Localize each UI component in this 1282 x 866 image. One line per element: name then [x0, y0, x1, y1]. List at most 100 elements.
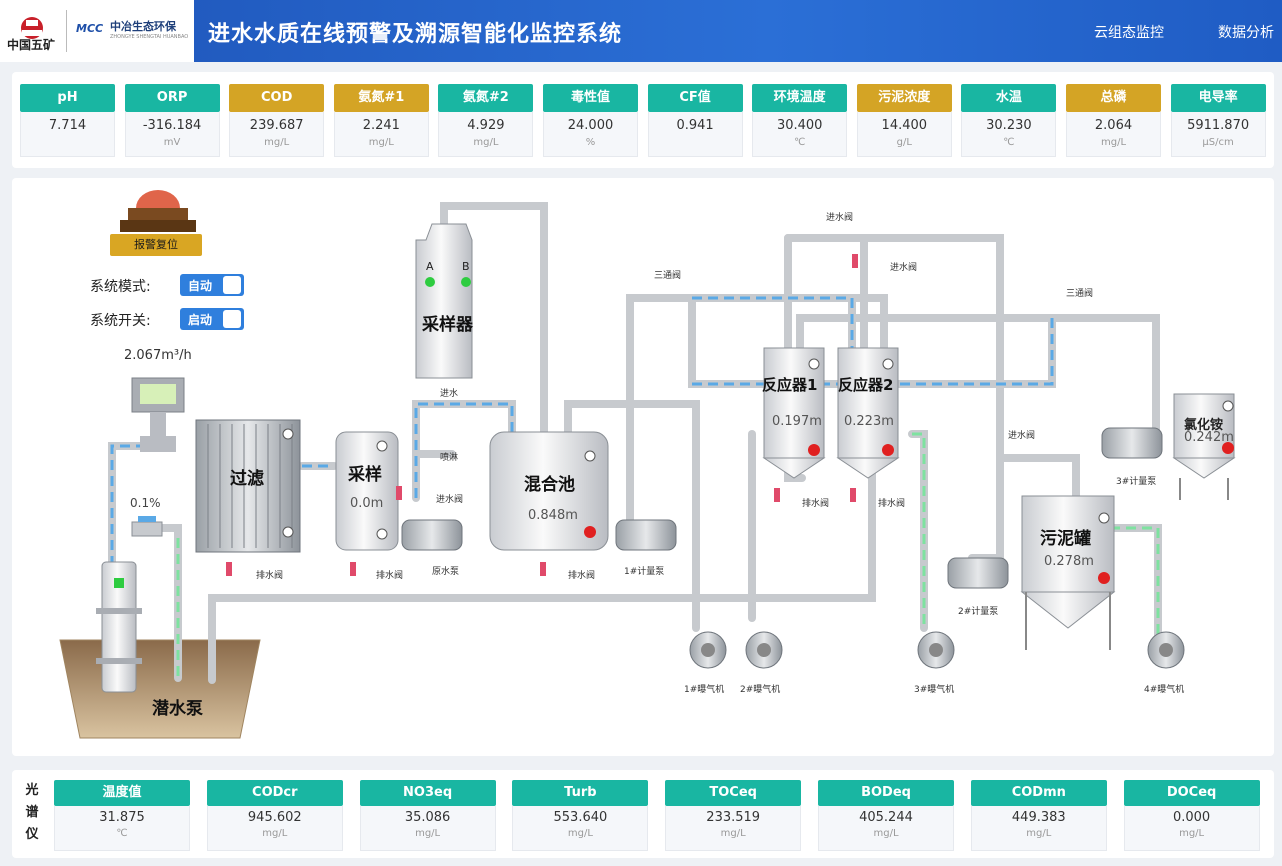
system-mode-label: 系统模式:	[90, 279, 151, 295]
system-mode-toggle[interactable]: 自动	[180, 274, 244, 296]
aerator2-icon	[745, 631, 783, 669]
sludge-tank-label: 污泥罐	[1040, 529, 1091, 549]
mixing-tank-icon	[489, 431, 609, 551]
metrics-panel	[12, 72, 1274, 168]
spectrometer-value: 945.602	[247, 810, 302, 825]
spectrometer-unit: mg/L	[567, 828, 593, 839]
metric-card: 环境温度 30.400 ℃	[752, 84, 848, 166]
spectrometer-unit: mg/L	[415, 828, 441, 839]
drain-valve-label-5: 排水阀	[878, 499, 906, 509]
aerator1-icon	[689, 631, 727, 669]
spectrometer-value-box: 31.875℃	[54, 806, 190, 851]
spectrometer-card: CODcr 945.602 mg/L	[206, 780, 343, 851]
reactor2-label: 反应器2	[838, 376, 894, 394]
filter-tank-icon	[195, 419, 301, 553]
system-switch-value: 启动	[188, 313, 213, 327]
spectrometer-value-box: 449.383 mg/L	[970, 806, 1107, 851]
alarm-reset-button[interactable]: 报警复位	[110, 234, 202, 256]
metering-pump2-label: 2#计量泵	[958, 607, 999, 617]
spectrometer-value: 35.086	[404, 810, 451, 825]
ammonium-tank-icon	[1172, 393, 1236, 500]
sampler-b-label: B	[462, 260, 470, 273]
spectrometer-label-char-3: 仪	[25, 827, 39, 842]
inlet-water-label: 进水	[440, 389, 459, 399]
app-title: 进水水质在线预警及溯源智能化监控系统	[208, 22, 623, 47]
sampling-level: 0.0m	[350, 496, 384, 511]
metric-value: -316.184	[142, 118, 202, 133]
logo1-text: 中国五矿	[6, 38, 55, 52]
metric-value: 239.687	[249, 118, 304, 133]
spectrometer-value-box: 945.602 mg/L	[206, 806, 343, 851]
metric-label: 氨氮#1	[333, 84, 429, 112]
spectrometer-value: 449.383	[1011, 810, 1066, 825]
valve-markers	[226, 254, 858, 576]
metric-unit: ℃	[794, 137, 806, 148]
metric-label: 污泥浓度	[856, 84, 952, 112]
logo-area: 中国五矿 MCC 中冶生态环保 ZHONGYE SHENGTAI HUANBAO	[0, 0, 194, 62]
spectrometer-value-box: 553.640 mg/L	[512, 806, 649, 851]
logo2-subtext: ZHONGYE SHENGTAI HUANBAO	[110, 34, 189, 40]
reactor2-tank-icon	[836, 347, 900, 479]
nav-data-analysis[interactable]: 数据分析	[1218, 25, 1274, 41]
mixing-tank-level: 0.848m	[528, 508, 578, 523]
raw-water-pump-icon	[401, 519, 463, 551]
pump-percent-readout: 0.1%	[130, 496, 161, 510]
metric-label: 水温	[961, 84, 1057, 112]
pump-valve-icon	[131, 516, 163, 537]
metric-value: 2.064	[1094, 118, 1133, 133]
flow-lines-green	[176, 432, 1160, 678]
metric-label: 环境温度	[752, 84, 848, 112]
spectrometer-unit: mg/L	[873, 828, 899, 839]
sampling-label: 采样	[348, 465, 382, 485]
system-mode-value: 自动	[188, 279, 213, 293]
inlet-valve-label-2: 进水阀	[826, 213, 854, 223]
metric-value: 7.714	[48, 118, 87, 133]
spectrometer-unit: mg/L	[262, 828, 288, 839]
spectrometer-value: 405.244	[859, 810, 913, 825]
metric-value: 24.000	[567, 118, 614, 133]
sludge-tank-level: 0.278m	[1044, 554, 1094, 569]
metric-label: CF值	[647, 84, 743, 112]
nav-cloud-monitor[interactable]: 云组态监控	[1094, 25, 1164, 41]
spectrometer-label: 光 谱 仪	[22, 780, 42, 846]
spectrometer-item-label: CODcr	[206, 780, 343, 806]
ammonium-label: 氯化铵	[1184, 418, 1224, 433]
process-diagram: 2.067m³/h 0.1% 潜水泵 过滤 采样 0.0m A B 采样器 混合…	[12, 178, 1274, 756]
metering-pump3-icon	[1101, 427, 1163, 459]
aerator3-label: 3#曝气机	[914, 685, 955, 695]
metric-label: pH	[20, 84, 115, 112]
process-svg	[59, 190, 1236, 739]
logo2-text: 中冶生态环保	[110, 20, 176, 33]
spectrometer-item-label: TOCeq	[665, 780, 802, 806]
spectrometer-unit: mg/L	[1026, 828, 1052, 839]
metric-value: 30.400	[776, 118, 823, 133]
metering-pump2-icon	[947, 557, 1009, 589]
spectrometer-label-char-2: 谱	[25, 805, 39, 820]
filter-label: 过滤	[230, 469, 264, 489]
metric-label: 总磷	[1066, 84, 1161, 112]
system-switch-toggle[interactable]: 启动	[180, 308, 244, 330]
spectrometer-label-char-1: 光	[25, 783, 39, 798]
spectrometer-item-label: BODeq	[818, 780, 954, 806]
three-way-valve-label-1: 三通阀	[654, 271, 682, 281]
metric-value-box: 24.000%	[543, 112, 638, 157]
inlet-valve-label-1: 进水阀	[436, 495, 464, 505]
metric-unit: g/L	[896, 137, 912, 148]
spectrometer-value: 553.640	[553, 810, 608, 825]
metric-value-box: 30.230℃	[961, 112, 1057, 157]
flow-meter-icon	[131, 377, 185, 452]
flow-rate-readout: 2.067m³/h	[124, 348, 192, 363]
system-switch-label: 系统开关:	[90, 313, 151, 329]
